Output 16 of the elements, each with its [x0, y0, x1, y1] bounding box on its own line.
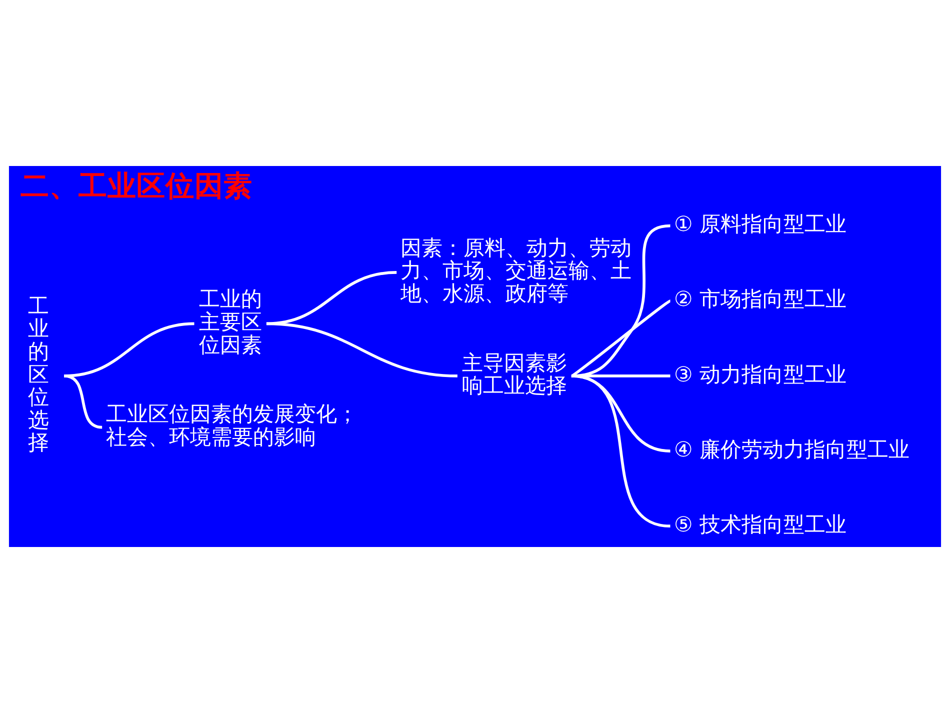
connector	[571, 224, 670, 378]
node-text: ② 市场指向型工业	[674, 287, 846, 312]
node-text: ① 原料指向型工业	[674, 212, 846, 236]
node-text: 工业的主要区位因素	[198, 287, 262, 357]
connector	[266, 271, 397, 326]
node-text: 工业的区位选择	[28, 294, 49, 455]
connector	[266, 322, 458, 378]
node-text: ③ 动力指向型工业	[674, 362, 846, 386]
node-text: 工业区位因素的发展变化； 社会、环境需要的影响	[106, 402, 358, 450]
node-text: ⑤ 技术指向型工业	[674, 512, 846, 536]
diagram-title: 二、工业区位因素	[20, 169, 252, 202]
connector	[571, 374, 670, 528]
node-text: ④ 廉价劳动力指向型工业	[674, 437, 910, 462]
node-text: 主导因素影响工业选择	[462, 350, 567, 398]
connector	[570, 300, 671, 378]
node-text: 因素：原料、动力、劳动力、市场、交通运输、土地、水源、政府等	[400, 236, 632, 306]
